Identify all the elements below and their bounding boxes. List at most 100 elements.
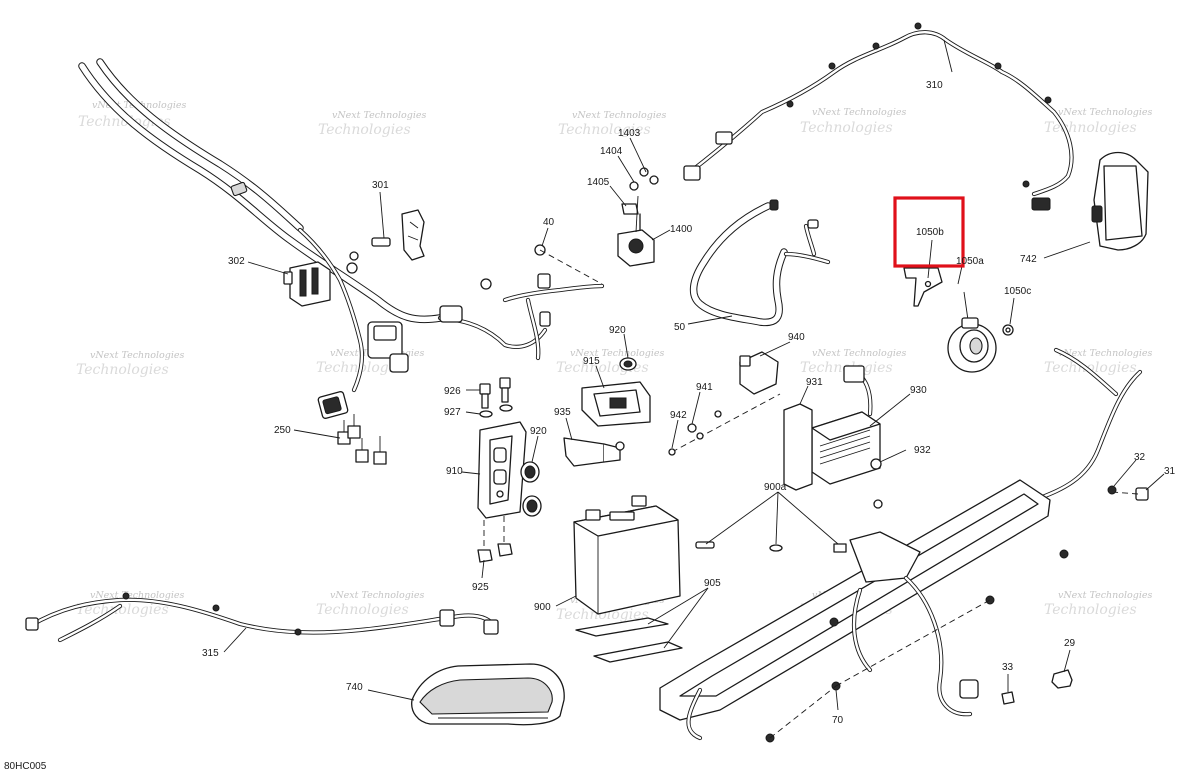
callout-932: 932 [914, 445, 931, 456]
svg-text:vNext Technologies: vNext Technologies [1058, 590, 1152, 601]
pads-905 [575, 617, 683, 663]
callout-50: 50 [674, 322, 686, 333]
callout-926: 926 [444, 386, 461, 397]
grommet-40 [480, 244, 603, 290]
watermark: vNext Technologies Technologies [76, 590, 184, 618]
callout-905: 905 [704, 578, 721, 589]
svg-text:vNext Technologies: vNext Technologies [812, 348, 906, 359]
svg-text:Technologies: Technologies [1044, 602, 1137, 618]
svg-text:vNext Technologies: vNext Technologies [570, 348, 664, 359]
nut-1050c [1002, 324, 1014, 336]
callout-900: 900 [534, 602, 551, 613]
washer-32 [1107, 485, 1117, 495]
relay-940 [739, 351, 779, 395]
voltage-regulator-930 [811, 365, 881, 485]
screws-250 [337, 414, 387, 465]
svg-text:Technologies: Technologies [316, 602, 409, 618]
callout-935: 935 [554, 407, 571, 418]
horn-1050a [947, 291, 997, 373]
callout-1050b: 1050b [916, 227, 944, 238]
svg-text:Technologies: Technologies [558, 122, 651, 138]
callout-942: 942 [670, 410, 687, 421]
callout-315: 315 [202, 648, 219, 659]
watermark: vNext Technologies Technologies [1044, 590, 1152, 618]
callout-940: 940 [788, 332, 805, 343]
battery-900 [573, 495, 681, 615]
callout-40: 40 [543, 217, 555, 228]
callout-1405: 1405 [587, 177, 610, 188]
watermark: vNext Technologies Technologies [318, 110, 426, 138]
svg-text:vNext Technologies: vNext Technologies [330, 590, 424, 601]
chassis-harness [659, 347, 1143, 743]
svg-text:vNext Technologies: vNext Technologies [1058, 348, 1152, 359]
callout-310: 310 [926, 80, 943, 91]
highlight-box-1050b [893, 196, 965, 268]
bolt-31 [1111, 487, 1149, 501]
callout-920-top: 920 [609, 325, 626, 336]
figure-code: 80HC005 [4, 761, 47, 772]
callout-931: 931 [806, 377, 823, 388]
callout-70: 70 [832, 715, 844, 726]
svg-text:Technologies: Technologies [318, 122, 411, 138]
watermark: vNext Technologies Technologies [1044, 348, 1152, 376]
nuts-925 [477, 516, 513, 563]
svg-text:Technologies: Technologies [556, 607, 649, 623]
wiring-harness-310 [683, 22, 1074, 211]
callout-1403: 1403 [618, 128, 641, 139]
callout-301: 301 [372, 180, 389, 191]
svg-text:Technologies: Technologies [76, 602, 169, 618]
callout-742: 742 [1020, 254, 1037, 265]
switch-assembly-1400 [617, 167, 659, 267]
headlamp-742 [1091, 151, 1149, 251]
battery-cable-50 [689, 199, 831, 327]
bracket-301 [371, 209, 425, 261]
callout-740: 740 [346, 682, 363, 693]
watermark: vNext Technologies Technologies [76, 350, 184, 378]
callout-1404: 1404 [600, 146, 623, 157]
callout-33: 33 [1002, 662, 1014, 673]
svg-text:Technologies: Technologies [800, 120, 893, 136]
callout-29: 29 [1064, 638, 1076, 649]
watermark: vNext Technologies Technologies [556, 348, 664, 376]
nut-932 [870, 458, 883, 509]
leader-lines [223, 39, 1165, 711]
callout-31: 31 [1164, 466, 1176, 477]
fasteners-900a [695, 541, 847, 553]
callout-labels: 301 302 250 40 1403 1404 1405 1400 310 7… [202, 80, 1176, 726]
fastener-29 [1051, 669, 1073, 689]
mounting-plate-931 [783, 403, 813, 491]
watermark: vNext Technologies Technologies [800, 107, 906, 136]
callout-1050a: 1050a [956, 256, 984, 267]
watermark: vNext Technologies Technologies [558, 110, 666, 138]
callout-1050c: 1050c [1004, 286, 1031, 297]
taillight-740 [411, 663, 565, 726]
terminal-cover-935 [563, 437, 625, 467]
nut-33 [1001, 691, 1015, 705]
callout-1400: 1400 [670, 224, 693, 235]
callout-32: 32 [1134, 452, 1146, 463]
fasteners-941-942 [668, 393, 781, 456]
callout-925: 925 [472, 582, 489, 593]
callout-915: 915 [583, 356, 600, 367]
wiring-harness-315 [25, 592, 499, 643]
connector-block-302 [283, 261, 331, 307]
svg-text:vNext Technologies: vNext Technologies [572, 110, 666, 121]
callout-900a: 900a [764, 482, 787, 493]
svg-text:Technologies: Technologies [1044, 120, 1137, 136]
callout-920-mid: 920 [530, 426, 547, 437]
bolts-926-927 [479, 377, 513, 418]
svg-text:vNext Technologies: vNext Technologies [1058, 107, 1152, 118]
svg-text:vNext Technologies: vNext Technologies [332, 110, 426, 121]
callout-930: 930 [910, 385, 927, 396]
callout-302: 302 [228, 256, 245, 267]
svg-text:vNext Technologies: vNext Technologies [90, 590, 184, 601]
callout-941: 941 [696, 382, 713, 393]
grommets-920 [520, 461, 542, 517]
callout-250: 250 [274, 425, 291, 436]
watermark: vNext Technologies Technologies [316, 590, 424, 618]
svg-text:Technologies: Technologies [1044, 360, 1137, 376]
svg-text:Technologies: Technologies [76, 362, 169, 378]
svg-text:vNext Technologies: vNext Technologies [90, 350, 184, 361]
callout-927: 927 [444, 407, 461, 418]
